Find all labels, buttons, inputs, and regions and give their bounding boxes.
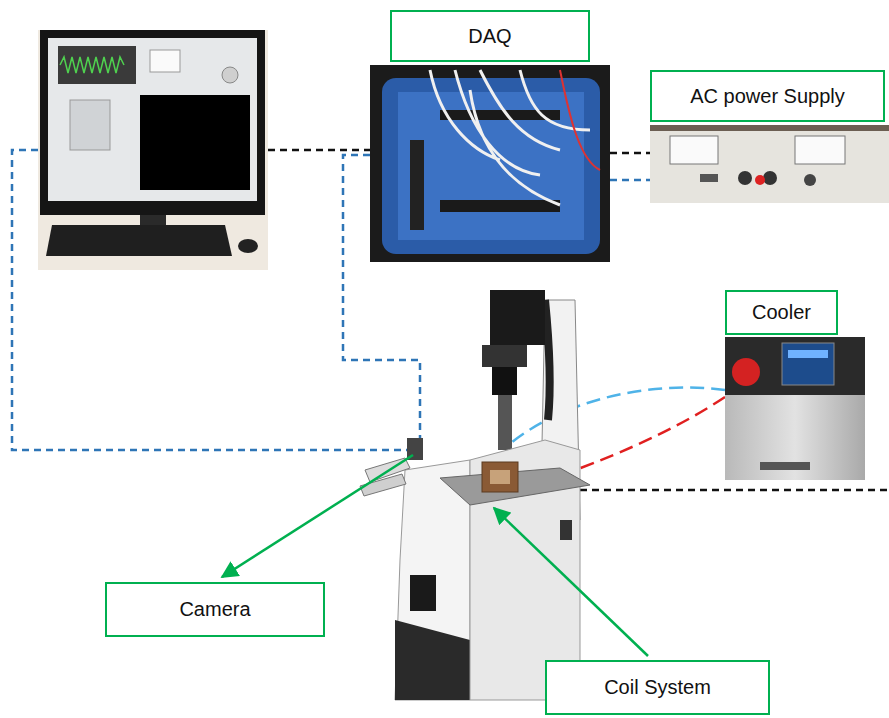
power-supply-photo — [755, 175, 765, 185]
box-label: Camera — [179, 598, 250, 621]
cooler-photo — [725, 337, 865, 395]
computer-photo — [46, 225, 232, 256]
power-supply-photo — [738, 171, 752, 185]
computer-photo — [38, 30, 268, 270]
power-supply-photo — [804, 174, 816, 186]
computer-photo — [60, 57, 124, 73]
microscope-illustration — [482, 462, 518, 492]
label-box: Camera — [105, 582, 325, 637]
computer-photo — [238, 239, 258, 253]
daq-photo — [560, 70, 600, 170]
box-label: Cooler — [752, 301, 811, 324]
daq-photo — [398, 92, 584, 240]
power-wire — [580, 489, 889, 492]
label-box: AC power Supply — [650, 70, 885, 122]
computer-photo — [222, 67, 238, 83]
label-box: Cooler — [725, 290, 838, 335]
box-label: Coil System — [604, 676, 711, 699]
computer-photo — [40, 30, 265, 215]
coolant-hose — [505, 387, 725, 448]
computer-photo — [48, 38, 257, 201]
power-supply-photo — [670, 136, 718, 164]
daq-photo — [370, 65, 610, 262]
cooler-photo — [788, 350, 828, 358]
label-box: DAQ — [390, 10, 590, 62]
daq-photo — [440, 200, 560, 212]
microscope-illustration — [490, 290, 545, 345]
power-supply-photo — [700, 174, 718, 182]
signal-wire — [610, 152, 650, 155]
computer-photo — [70, 100, 110, 150]
signal-wire — [268, 149, 370, 152]
microscope-illustration — [395, 620, 470, 700]
leader-arrows — [222, 455, 413, 577]
microscope-illustration — [360, 290, 590, 700]
cooler-photo — [725, 337, 865, 480]
daq-photo — [430, 70, 590, 205]
microscope-illustration — [410, 575, 436, 611]
box-label: DAQ — [468, 25, 511, 48]
computer-photo — [58, 46, 136, 84]
label-box: Coil System — [545, 660, 770, 715]
cooler-photo — [732, 358, 760, 386]
power-supply-photo — [650, 125, 889, 203]
microscope-illustration — [545, 300, 550, 420]
daq-cable — [610, 179, 650, 182]
power-supply-photo — [763, 171, 777, 185]
cooler-photo — [725, 337, 865, 480]
microscope-illustration — [560, 520, 572, 540]
microscope-illustration — [490, 470, 510, 484]
daq-photo — [370, 65, 610, 262]
cooler-photo — [760, 462, 810, 470]
microscope-illustration — [492, 367, 517, 395]
cooler-photo — [782, 343, 834, 385]
microscope-illustration — [482, 345, 527, 367]
microscope-illustration — [395, 460, 470, 700]
daq-photo — [410, 140, 424, 230]
computer-photo — [38, 30, 268, 270]
power-supply-photo — [650, 125, 889, 203]
computer-photo — [140, 95, 250, 190]
leader-arrows — [494, 508, 648, 656]
computer-photo — [150, 50, 180, 72]
box-label: AC power Supply — [690, 85, 845, 108]
microscope-illustration — [498, 395, 512, 450]
power-supply-photo — [650, 125, 889, 131]
power-supply-photo — [795, 136, 845, 164]
